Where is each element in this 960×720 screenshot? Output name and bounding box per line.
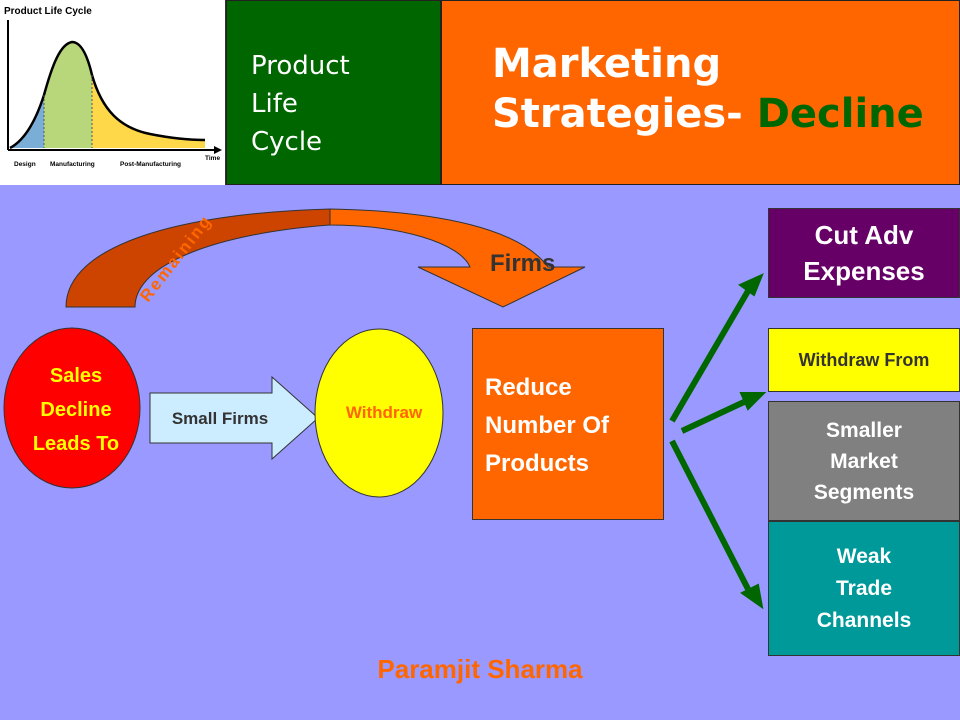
section-label-line-2: Life <box>251 89 298 119</box>
firms-label: Firms <box>490 250 555 277</box>
slide-title-line-1: Marketing <box>492 41 722 87</box>
sales-decline-line-1: Sales <box>50 365 102 387</box>
withdraw-from-box: Withdraw From <box>768 328 960 392</box>
reduce-line-2: Number Of <box>485 412 610 439</box>
arrow-head-weak <box>740 583 764 610</box>
sales-decline-line-3: Leads To <box>33 433 119 455</box>
reduce-line-1: Reduce <box>485 374 572 401</box>
manufacturing-phase-area <box>44 42 92 148</box>
sales-decline-line-2: Decline <box>40 399 111 421</box>
smaller-line-3: Segments <box>813 480 915 504</box>
weak-trade-channels-box: Weak Trade Channels <box>768 521 960 656</box>
plc-thumbnail-chart: Product Life Cycle Design Manufacturing … <box>4 6 222 168</box>
cut-adv-line-2: Expenses <box>803 256 925 286</box>
curved-arrow-head <box>329 208 586 308</box>
slide-title-highlight: Decline <box>756 91 924 137</box>
arrow-to-withdraw <box>680 399 746 434</box>
arrow-to-weak <box>669 439 751 591</box>
reduce-line-3: Products <box>485 450 590 477</box>
weak-line-3: Channels <box>816 608 912 632</box>
post-manufacturing-label: Post-Manufacturing <box>120 161 181 168</box>
slide-title-line-2: Strategies- Decline <box>492 89 959 139</box>
withdraw-label: Withdraw <box>346 403 423 422</box>
arrow-to-cut-adv <box>669 289 751 423</box>
decline-flow-diagram: Remaining Firms Sales Decline Leads To S… <box>3 208 767 610</box>
section-label-line-3: Cycle <box>251 127 323 157</box>
arrow-head-cut-adv <box>738 273 764 297</box>
small-firms-arrow <box>149 375 319 461</box>
smaller-line-2: Market <box>830 449 898 473</box>
branch-arrows <box>669 273 767 610</box>
author-name: Paramjit Sharma <box>377 654 583 684</box>
withdraw-from-label: Withdraw From <box>798 349 930 370</box>
section-label-box: Product Life Cycle <box>226 0 441 185</box>
slide-title-box: Marketing Strategies- Decline <box>441 0 960 185</box>
time-label: Time <box>205 155 220 162</box>
smaller-market-segments-box: Smaller Market Segments <box>768 401 960 521</box>
sales-decline-circle <box>3 327 141 489</box>
slide-title-prefix: Strategies- <box>492 91 757 137</box>
plc-thumbnail-title: Product Life Cycle <box>4 6 92 17</box>
cut-adv-line-1: Cut Adv <box>814 220 914 250</box>
arrow-head-withdraw <box>739 392 767 411</box>
withdraw-oval <box>314 328 444 498</box>
post-manufacturing-phase-area <box>92 75 205 148</box>
plc-curve <box>9 40 206 150</box>
smaller-line-1: Smaller <box>826 418 902 442</box>
small-firms-label: Small Firms <box>172 409 268 428</box>
design-label: Design <box>14 161 36 168</box>
cut-adv-expenses-box: Cut Adv Expenses <box>768 208 960 298</box>
plc-thumbnail: Product Life Cycle Design Manufacturing … <box>0 0 226 185</box>
weak-line-2: Trade <box>835 576 893 600</box>
design-phase-area <box>10 95 44 148</box>
manufacturing-label: Manufacturing <box>50 161 95 168</box>
reduce-products-box: Reduce Number Of Products <box>472 328 664 520</box>
section-label-line-1: Product <box>251 51 350 81</box>
weak-line-1: Weak <box>836 544 892 568</box>
